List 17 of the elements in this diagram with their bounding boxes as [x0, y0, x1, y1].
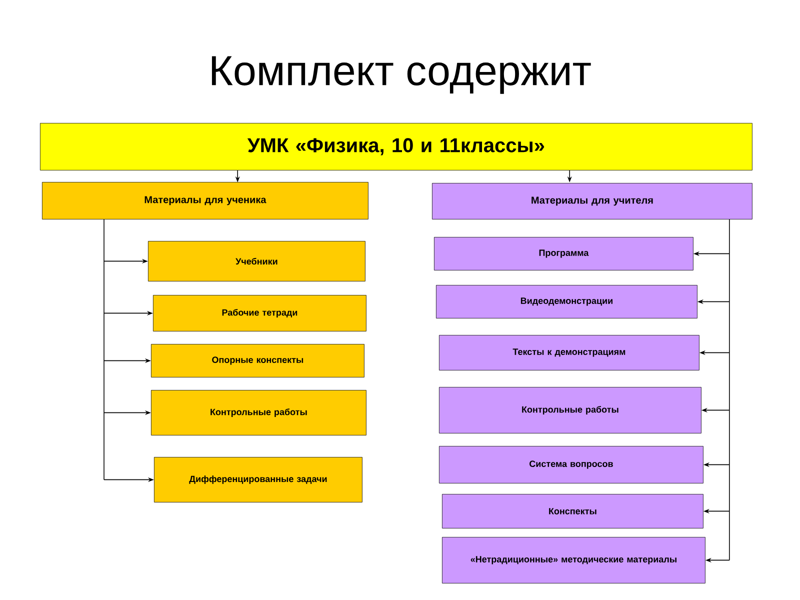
item-box: «Нетрадиционные» методические материалы — [442, 537, 706, 584]
item-box: Видеодемонстрации — [436, 285, 698, 318]
item-box: Контрольные работы — [151, 390, 366, 436]
group-box: Материалы для учителя — [432, 183, 752, 220]
group-box: Материалы для ученика — [42, 182, 368, 220]
item-box: Система вопросов — [439, 446, 704, 484]
item-box: Дифференцированные задачи — [154, 457, 362, 502]
item-box: Конспекты — [442, 494, 704, 528]
item-box: Рабочие тетради — [153, 295, 366, 332]
connector-line — [729, 219, 730, 561]
title: Комплект содержит — [212, 56, 591, 94]
header-box: УМК «Физика, 10 и 11классы» — [40, 123, 752, 170]
item-box: Учебники — [148, 241, 366, 282]
item-box: Опорные конспекты — [151, 344, 364, 378]
item-box: Программа — [434, 237, 694, 270]
item-box: Контрольные работы — [439, 387, 702, 434]
item-box: Тексты к демонстрациям — [439, 335, 700, 370]
